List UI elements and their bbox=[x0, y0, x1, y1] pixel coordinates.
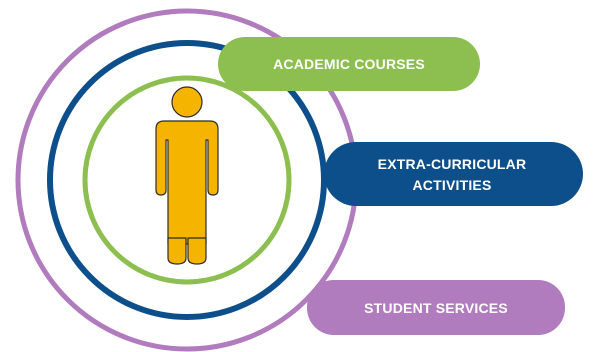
extra-curricular-pill-bg bbox=[324, 142, 583, 206]
middle-ring-extra-curricular bbox=[47, 40, 327, 320]
extra-curricular-pill: EXTRA-CURRICULAR ACTIVITIES bbox=[324, 142, 583, 206]
inner-ring-academic bbox=[82, 75, 292, 285]
extra-curricular-label-line2: ACTIVITIES bbox=[412, 177, 491, 193]
academic-courses-label: ACADEMIC COURSES bbox=[273, 56, 425, 72]
extra-curricular-label-line1: EXTRA-CURRICULAR bbox=[378, 156, 527, 172]
student-services-label: STUDENT SERVICES bbox=[364, 300, 508, 316]
student-services-pill: STUDENT SERVICES bbox=[307, 280, 565, 335]
person-icon bbox=[155, 86, 219, 265]
academic-courses-pill-bg bbox=[218, 37, 480, 91]
student-services-pill-bg bbox=[307, 280, 565, 335]
academic-courses-pill: ACADEMIC COURSES bbox=[218, 37, 480, 91]
